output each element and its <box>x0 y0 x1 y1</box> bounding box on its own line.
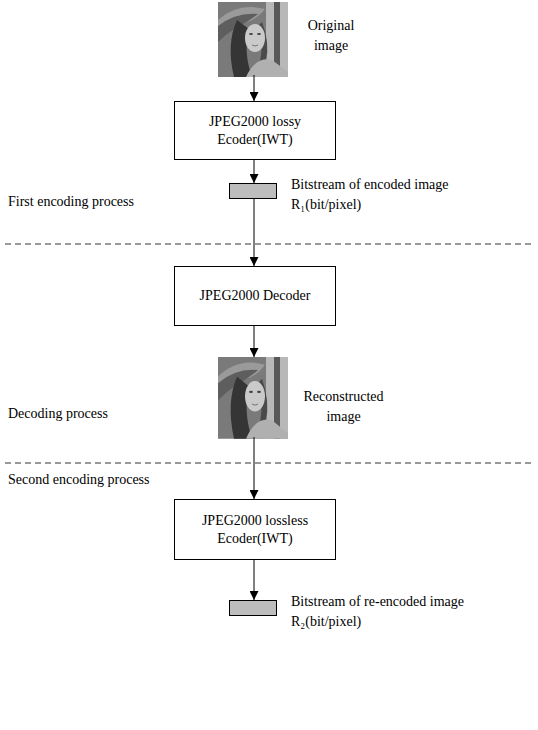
side-label: Bitstream of encoded image R₁(bit/pixel) <box>291 175 486 214</box>
box-label: JPEG2000 lossy Ecoder(IWT) <box>195 113 315 148</box>
process-stage-label: First encoding process <box>8 194 134 211</box>
image-node: Original image <box>218 2 288 75</box>
lena-picture <box>218 2 288 77</box>
flow-arrow <box>254 326 255 357</box>
box-label: JPEG2000 Decoder <box>200 287 311 305</box>
process-stage-label: Decoding process <box>8 406 108 423</box>
flow-arrow <box>254 199 255 266</box>
flow-arrow <box>254 160 255 183</box>
lena-picture <box>218 357 288 439</box>
flow-arrow <box>254 560 255 600</box>
flow-arrow <box>254 437 255 499</box>
process-box: JPEG2000 Decoder <box>174 266 336 326</box>
dashed-separator <box>5 244 533 245</box>
process-box: JPEG2000 lossless Ecoder(IWT) <box>174 499 336 560</box>
dashed-separator <box>5 463 533 464</box>
side-label: Bitstream of re-encoded image R₂(bit/pix… <box>291 592 486 631</box>
flow-arrow <box>254 75 255 101</box>
process-box: JPEG2000 lossy Ecoder(IWT) <box>174 101 336 160</box>
image-node: Reconstructed image <box>218 357 288 437</box>
side-label: Original image <box>300 16 362 55</box>
bitstream-block: Bitstream of encoded image R₁(bit/pixel) <box>229 183 277 199</box>
process-stage-label: Second encoding process <box>8 472 150 489</box>
box-label: JPEG2000 lossless Ecoder(IWT) <box>195 512 315 547</box>
side-label: Reconstructed image <box>296 387 391 426</box>
bitstream-block: Bitstream of re-encoded image R₂(bit/pix… <box>229 600 277 616</box>
